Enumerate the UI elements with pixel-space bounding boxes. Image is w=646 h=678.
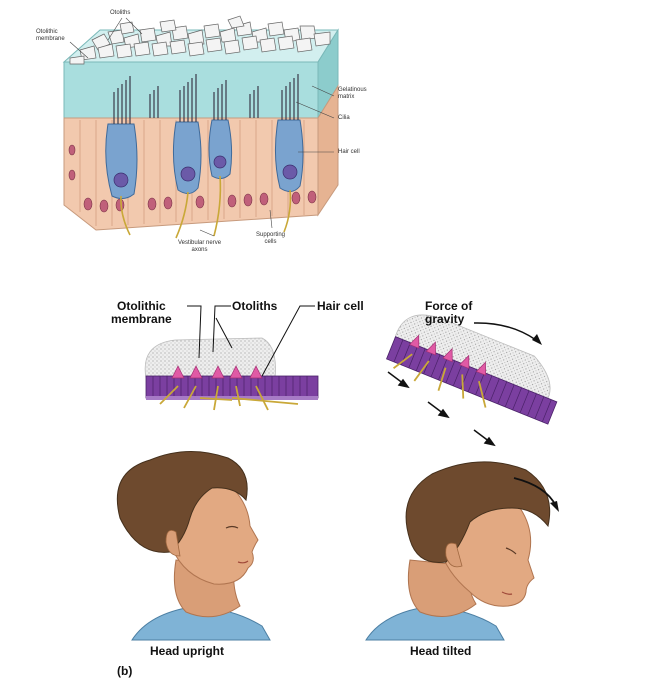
label-gelatinous-matrix: Gelatinous matrix — [338, 87, 367, 101]
upright-eye — [225, 525, 239, 529]
label-otolithic-membrane: Otolithic membrane — [111, 300, 172, 326]
otolith-crystals — [69, 15, 331, 65]
label-otolithic-membrane-top: Otolithic membrane — [36, 29, 65, 43]
label-force-of-gravity-line1: Force of — [425, 299, 473, 313]
label-otolithic-membrane-line2: membrane — [111, 312, 172, 326]
panel-letter: (b) — [117, 664, 133, 678]
label-supporting-cells: Supporting cells — [256, 232, 285, 246]
label-force-of-gravity-line2: gravity — [425, 312, 465, 326]
cilia-bundles — [113, 74, 299, 124]
tilted-otolith-assembly — [386, 314, 558, 425]
label-gelatinous-matrix-line2: matrix — [338, 94, 355, 100]
upright-cell-layer — [145, 375, 319, 400]
upright-hair-cells — [171, 365, 263, 379]
label-otoliths-top: Otoliths — [110, 10, 131, 16]
label-otolithic-membrane-line1: Otolithic — [117, 299, 166, 313]
label-vestibular-nerve-axons-line1: Vestibular nerve — [178, 240, 222, 246]
label-force-of-gravity: Force of gravity — [425, 300, 472, 326]
upright-mouth — [237, 560, 249, 564]
label-vestibular-nerve-axons-line2: axons — [191, 247, 208, 253]
head-upright-illustration — [116, 451, 271, 641]
upright-leader-lines — [187, 305, 315, 377]
label-hair-cell: Hair cell — [317, 299, 364, 313]
tilted-slide-arrows — [387, 371, 496, 447]
label-gelatinous-matrix-line1: Gelatinous — [338, 87, 367, 93]
force-of-gravity-arrow — [473, 322, 542, 345]
head-tilt-arrowhead — [550, 501, 559, 512]
tilted-eye — [505, 547, 517, 555]
caption-head-tilted: Head tilted — [410, 644, 472, 658]
head-tilted-illustration — [365, 461, 559, 641]
label-cilia: Cilia — [338, 115, 350, 121]
vestibular-nerve-axons — [120, 175, 292, 239]
upright-nerve-fibers — [159, 385, 299, 411]
label-vestibular-nerve-axons: Vestibular nerve axons — [178, 240, 221, 254]
label-supporting-cells-line1: Supporting — [256, 232, 286, 238]
hair-cell-nuclei — [113, 155, 298, 188]
label-otolithic-membrane-top-line2: membrane — [36, 36, 65, 42]
label-otolithic-membrane-top-line1: Otolithic — [36, 29, 58, 35]
tilted-ear — [445, 542, 463, 568]
caption-head-upright: Head upright — [150, 644, 224, 658]
supporting-cell-nuclei — [68, 144, 317, 213]
tilted-otolithic-membrane — [394, 314, 551, 403]
label-otoliths: Otoliths — [232, 299, 278, 313]
upright-ear — [165, 529, 181, 557]
top-leader-lines — [69, 17, 335, 237]
label-hair-cell-top: Hair cell — [338, 149, 360, 155]
tilted-mouth — [501, 591, 513, 595]
label-supporting-cells-line2: cells — [264, 239, 277, 245]
epithelium-side — [317, 84, 339, 217]
